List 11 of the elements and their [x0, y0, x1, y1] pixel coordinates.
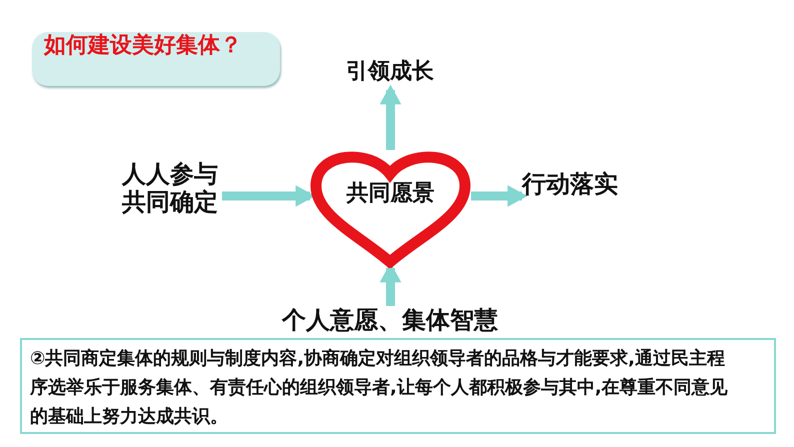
node-label: 引领成长 — [345, 58, 435, 86]
node-label: 个人意愿、集体智慧 — [280, 306, 499, 334]
title-banner: 如何建设美好集体？ — [32, 32, 280, 86]
heart-label: 共同愿景 — [346, 180, 436, 208]
arrow — [380, 84, 402, 150]
arrow — [222, 185, 316, 207]
arrow — [471, 185, 528, 207]
heart-shape — [310, 150, 471, 268]
note-box: ②共同商定集体的规则与制度内容,协商确定对组织领导者的品格与才能要求,通过民主程序选举乐于服务集体、有责任心的组织领导者,让每个人都积极参与其中,在尊重不同意见的基础上努力达成共识。 — [20, 338, 776, 434]
node-label: 行动落实 — [522, 170, 619, 198]
node-label: 人人参与共同确定 — [122, 160, 219, 216]
